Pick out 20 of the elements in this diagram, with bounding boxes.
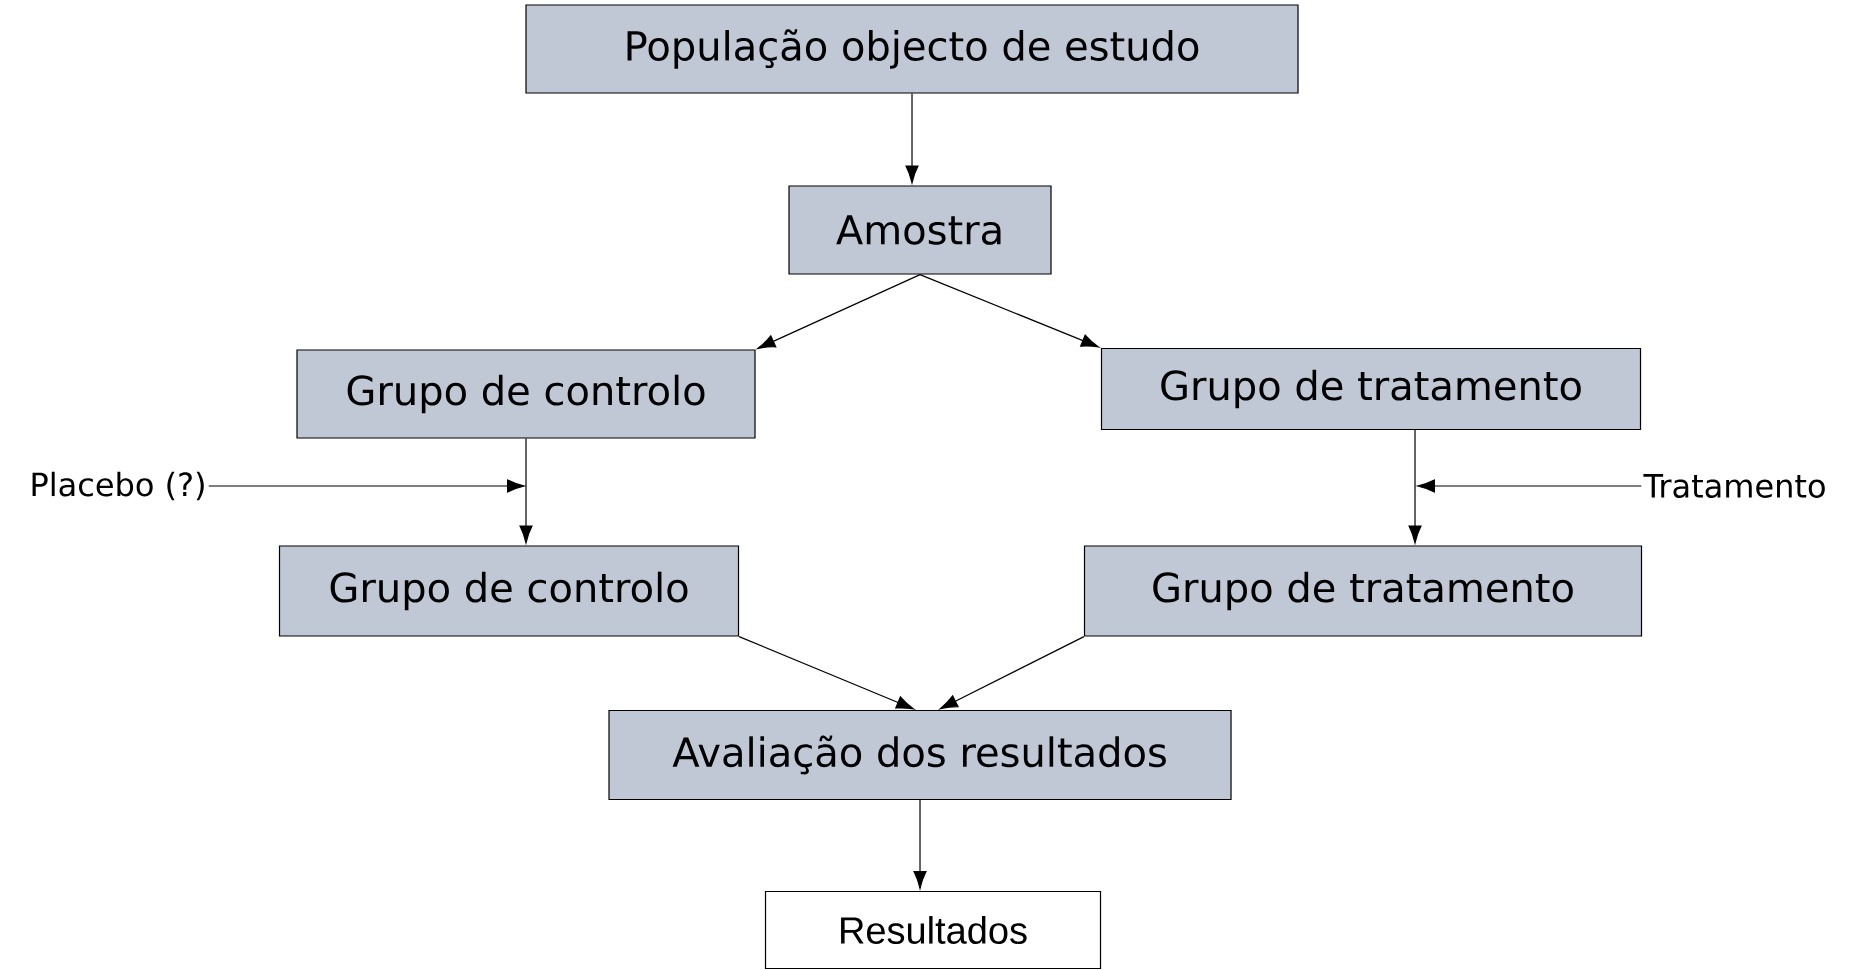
input-label: Placebo (?) [32, 471, 204, 501]
arrow [738, 636, 915, 710]
arrow [757, 274, 921, 349]
arrow [905, 93, 919, 184]
process-box: Grupo de controlo [278, 545, 740, 637]
result-box: Resultados [764, 890, 1102, 970]
arrow [1408, 429, 1422, 544]
arrow [519, 438, 533, 544]
process-box: Grupo de tratamento [1100, 347, 1642, 431]
input-label: Tratamento [1643, 474, 1825, 498]
process-box: Amostra [788, 185, 1052, 275]
process-box: Avaliação dos resultados [608, 709, 1232, 801]
arrow [919, 274, 1100, 348]
process-box: Grupo de tratamento [1083, 545, 1643, 637]
arrow [913, 799, 927, 889]
arrow [208, 479, 525, 493]
arrow [1417, 479, 1642, 493]
arrow [939, 636, 1085, 710]
process-box: Grupo de controlo [296, 349, 756, 439]
process-box: População objecto de estudo [525, 4, 1299, 94]
